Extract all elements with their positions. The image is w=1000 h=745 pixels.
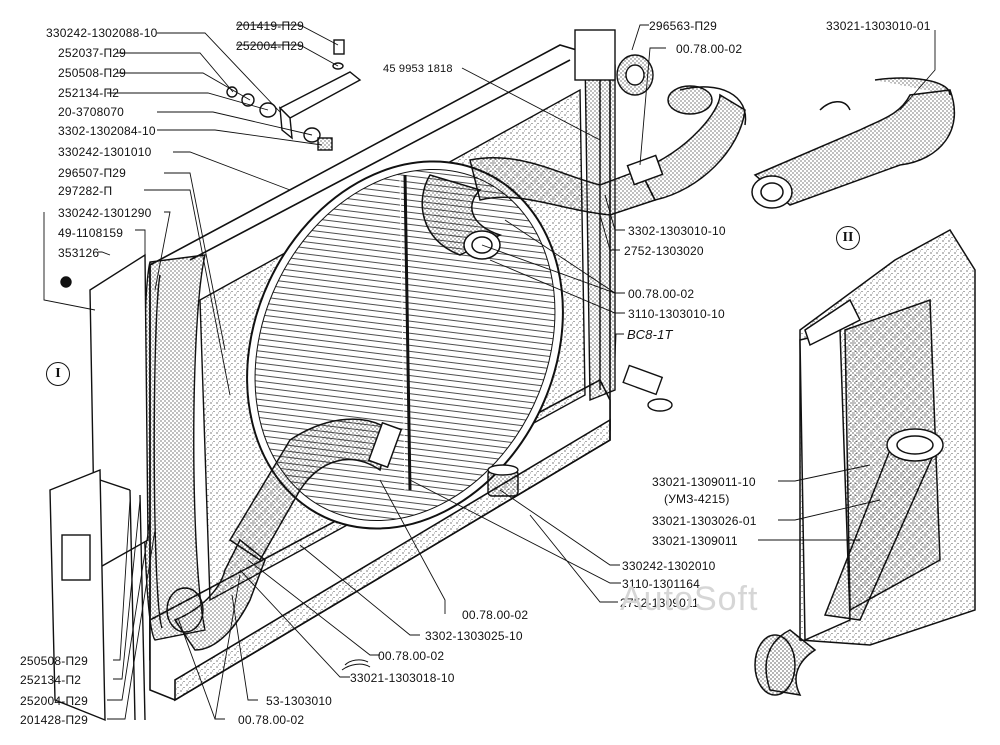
- label-296507-p29: 296507-П29: [58, 166, 127, 180]
- label-3110-1303010-10: 3110-1303010-10: [628, 307, 725, 321]
- upper-hose: [421, 85, 747, 260]
- label-45-9953-1818: 45 9953 1818: [383, 63, 453, 75]
- label-2752-1309011: 2752-1309011: [620, 596, 699, 610]
- label-49-1108159: 49-1108159: [58, 226, 124, 240]
- label-33021-1303010-01: 33021-1303010-01: [826, 19, 931, 33]
- label-252134-p2-bottom: 252134-П2: [20, 673, 82, 687]
- filler-neck: [574, 29, 654, 96]
- label-53-1303010: 53-1303010: [266, 694, 333, 708]
- label-00-78-00-02-mid: 00.78.00-02: [628, 287, 695, 301]
- top-bracket: [226, 39, 362, 151]
- label-201428-p29: 201428-П29: [20, 713, 89, 727]
- leader-lines: [43, 24, 936, 720]
- label-201419-p29: 201419-П29: [236, 19, 305, 33]
- label-33021-1309011: 33021-1309011: [652, 534, 738, 548]
- label-252134-p2: 252134-П2: [58, 86, 120, 100]
- label-3302-1303010-10: 3302-1303010-10: [628, 224, 726, 238]
- label-2752-1303020: 2752-1303020: [624, 244, 704, 258]
- label-250508-p29: 250508-П29: [58, 66, 127, 80]
- label-00-78-00-02-b2: 00.78.00-02: [378, 649, 445, 663]
- label-252004-p29-top: 252004-П29: [236, 39, 305, 53]
- label-3110-1301164: 3110-1301164: [622, 577, 701, 591]
- label-296563-p29: 296563-П29: [649, 19, 718, 33]
- side-shroud: [754, 229, 976, 696]
- label-umz-4215: (УМЗ-4215): [664, 492, 730, 506]
- label-00-78-00-02-b1: 00.78.00-02: [462, 608, 529, 622]
- label-3302-1302084-10: 3302-1302084-10: [58, 124, 156, 138]
- label-250508-p29-bottom: 250508-П29: [20, 654, 89, 668]
- label-33021-1309011-10: 33021-1309011-10: [652, 475, 756, 489]
- watermark: AutoSoft: [620, 580, 759, 618]
- label-252004-p29-bottom: 252004-П29: [20, 694, 89, 708]
- label-330242-1301010: 330242-1301010: [58, 145, 152, 159]
- label-20-3708070: 20-3708070: [58, 105, 125, 119]
- watermark-arc: [341, 659, 371, 671]
- label-00-78-00-02-top: 00.78.00-02: [676, 42, 743, 56]
- label-297282-p: 297282-П: [58, 184, 113, 198]
- lower-hose: [166, 418, 403, 651]
- right-tank: [584, 54, 616, 402]
- label-330242-1302010: 330242-1302010: [622, 559, 716, 573]
- label-00-78-00-02-b3: 00.78.00-02: [238, 713, 305, 727]
- label-33021-1303026-01: 33021-1303026-01: [652, 514, 757, 528]
- view-label-i: I: [46, 362, 70, 386]
- label-353126: 353126: [58, 246, 100, 260]
- label-vs8-1t: ВС8-1Т: [627, 327, 673, 342]
- drain-tap: [622, 364, 673, 412]
- view-label-ii: II: [836, 226, 860, 250]
- mount-pad: [487, 464, 519, 497]
- label-3302-1303025-10: 3302-1303025-10: [425, 629, 523, 643]
- view-ii-hose: [751, 77, 956, 209]
- label-252037-p29: 252037-П29: [58, 46, 127, 60]
- label-330242-1302088-10: 330242-1302088-10: [46, 26, 158, 40]
- view-i-plate: [49, 253, 149, 722]
- label-33021-1303018-10: 33021-1303018-10: [350, 671, 455, 685]
- label-330242-1301290: 330242-1301290: [58, 206, 152, 220]
